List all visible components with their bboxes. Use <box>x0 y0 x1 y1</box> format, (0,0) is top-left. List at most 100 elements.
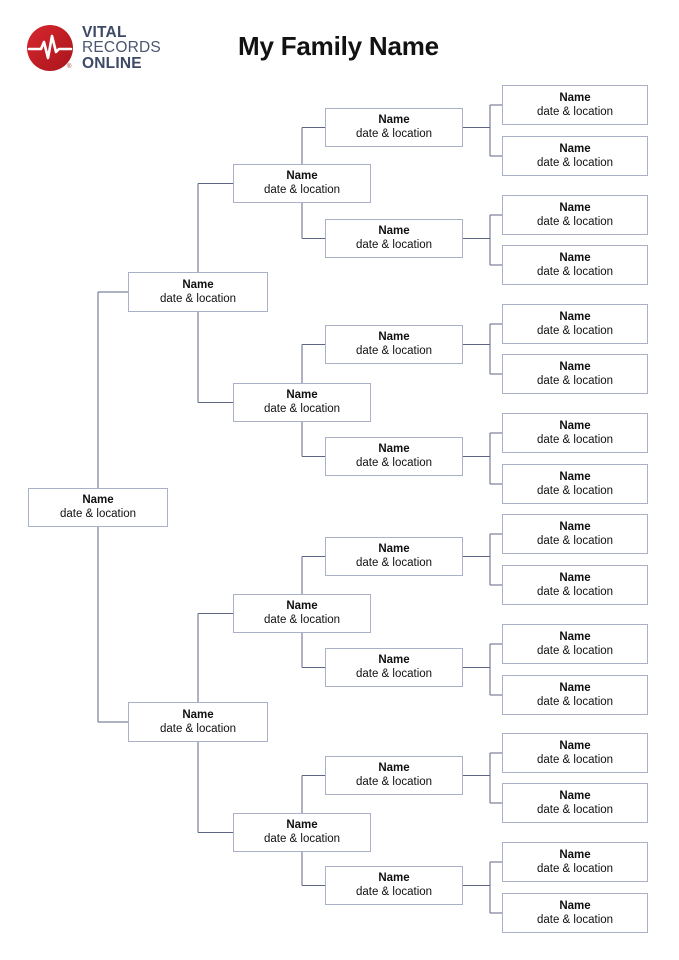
tree-node-name: Name <box>559 360 591 373</box>
brand-line-records: RECORDS <box>82 39 161 57</box>
tree-node-name: Name <box>286 819 318 831</box>
tree-node-name: Name <box>559 251 591 264</box>
tree-node-detail: date & location <box>355 239 433 251</box>
tree-node-detail: date & location <box>536 484 614 497</box>
tree-node-detail: date & location <box>355 668 433 680</box>
brand-logo[interactable]: ® VITAL RECORDS ONLINE <box>26 24 176 72</box>
heartbeat-circle-icon <box>27 25 73 71</box>
tree-node-name: Name <box>559 470 591 483</box>
tree-node-box[interactable]: Name date & location <box>325 437 463 476</box>
tree-node-name: Name <box>559 848 591 861</box>
tree-node-name: Name <box>378 331 410 343</box>
tree-node-detail: date & location <box>536 265 614 278</box>
tree-node-box[interactable]: Name date & location <box>325 648 463 687</box>
tree-node-name: Name <box>378 872 410 884</box>
tree-node-name: Name <box>559 142 591 155</box>
tree-node-box[interactable]: Name date & location <box>325 537 463 576</box>
tree-node-box[interactable]: Name date & location <box>325 108 463 147</box>
tree-node-name: Name <box>378 543 410 555</box>
page-header: ® VITAL RECORDS ONLINE My Family Name <box>0 0 679 90</box>
tree-node-name: Name <box>378 443 410 455</box>
tree-node-name: Name <box>82 494 114 506</box>
tree-node-detail: date & location <box>263 403 341 415</box>
tree-node-detail: date & location <box>536 534 614 547</box>
tree-node-detail: date & location <box>263 614 341 626</box>
tree-node-box[interactable]: Name date & location <box>233 594 371 633</box>
tree-node-detail: date & location <box>355 776 433 788</box>
tree-node-box[interactable]: Name date & location <box>325 325 463 364</box>
tree-node-box[interactable]: Name date & location <box>28 488 168 527</box>
tree-node-detail: date & location <box>536 585 614 598</box>
tree-node-detail: date & location <box>536 862 614 875</box>
tree-node-box[interactable]: Name date & location <box>325 866 463 905</box>
tree-node-name: Name <box>286 600 318 612</box>
registered-mark: ® <box>67 64 72 70</box>
tree-node-detail: date & location <box>355 886 433 898</box>
tree-node-box[interactable]: Name date & location <box>233 383 371 422</box>
tree-node-detail: date & location <box>355 457 433 469</box>
page-title: My Family Name <box>238 31 439 61</box>
tree-node-detail: date & location <box>536 156 614 169</box>
tree-node-box[interactable]: Name date & location <box>325 756 463 795</box>
tree-node-name: Name <box>286 389 318 401</box>
tree-node-name: Name <box>378 762 410 774</box>
tree-node-detail: date & location <box>536 433 614 446</box>
brand-line-vital: VITAL <box>82 23 127 41</box>
tree-node-detail: date & location <box>59 508 137 520</box>
tree-node-detail: date & location <box>263 184 341 196</box>
tree-node-box[interactable]: Name date & location <box>325 219 463 258</box>
tree-node-detail: date & location <box>159 292 237 305</box>
tree-node-detail: date & location <box>263 833 341 845</box>
tree-node-name: Name <box>559 310 591 323</box>
tree-node-name: Name <box>559 419 591 432</box>
tree-node-detail: date & location <box>536 753 614 766</box>
tree-node-box[interactable]: Name date & location <box>233 813 371 852</box>
tree-node-name: Name <box>559 520 591 533</box>
tree-node-box[interactable]: Name date & location <box>233 164 371 203</box>
tree-node-detail: date & location <box>536 803 614 816</box>
tree-node-detail: date & location <box>536 105 614 118</box>
tree-node-name: Name <box>286 170 318 182</box>
tree-node-name: Name <box>559 899 591 912</box>
brand-line-online: ONLINE <box>82 54 142 72</box>
tree-node-name: Name <box>182 278 214 291</box>
tree-node-name: Name <box>559 630 591 643</box>
tree-node-name: Name <box>559 571 591 584</box>
tree-node-detail: date & location <box>536 324 614 337</box>
tree-node-name: Name <box>559 739 591 752</box>
tree-node-detail: date & location <box>536 374 614 387</box>
tree-node-name: Name <box>378 225 410 237</box>
tree-node-name: Name <box>559 201 591 214</box>
tree-node-detail: date & location <box>536 913 614 926</box>
tree-node-detail: date & location <box>536 644 614 657</box>
tree-node-name: Name <box>378 114 410 126</box>
tree-node-detail: date & location <box>355 345 433 357</box>
tree-node-name: Name <box>559 91 591 104</box>
tree-node-detail: date & location <box>355 557 433 569</box>
tree-node-name: Name <box>559 789 591 802</box>
tree-node-detail: date & location <box>355 128 433 140</box>
tree-node-name: Name <box>378 654 410 666</box>
tree-node-detail: date & location <box>159 722 237 735</box>
tree-node-name: Name <box>182 708 214 721</box>
